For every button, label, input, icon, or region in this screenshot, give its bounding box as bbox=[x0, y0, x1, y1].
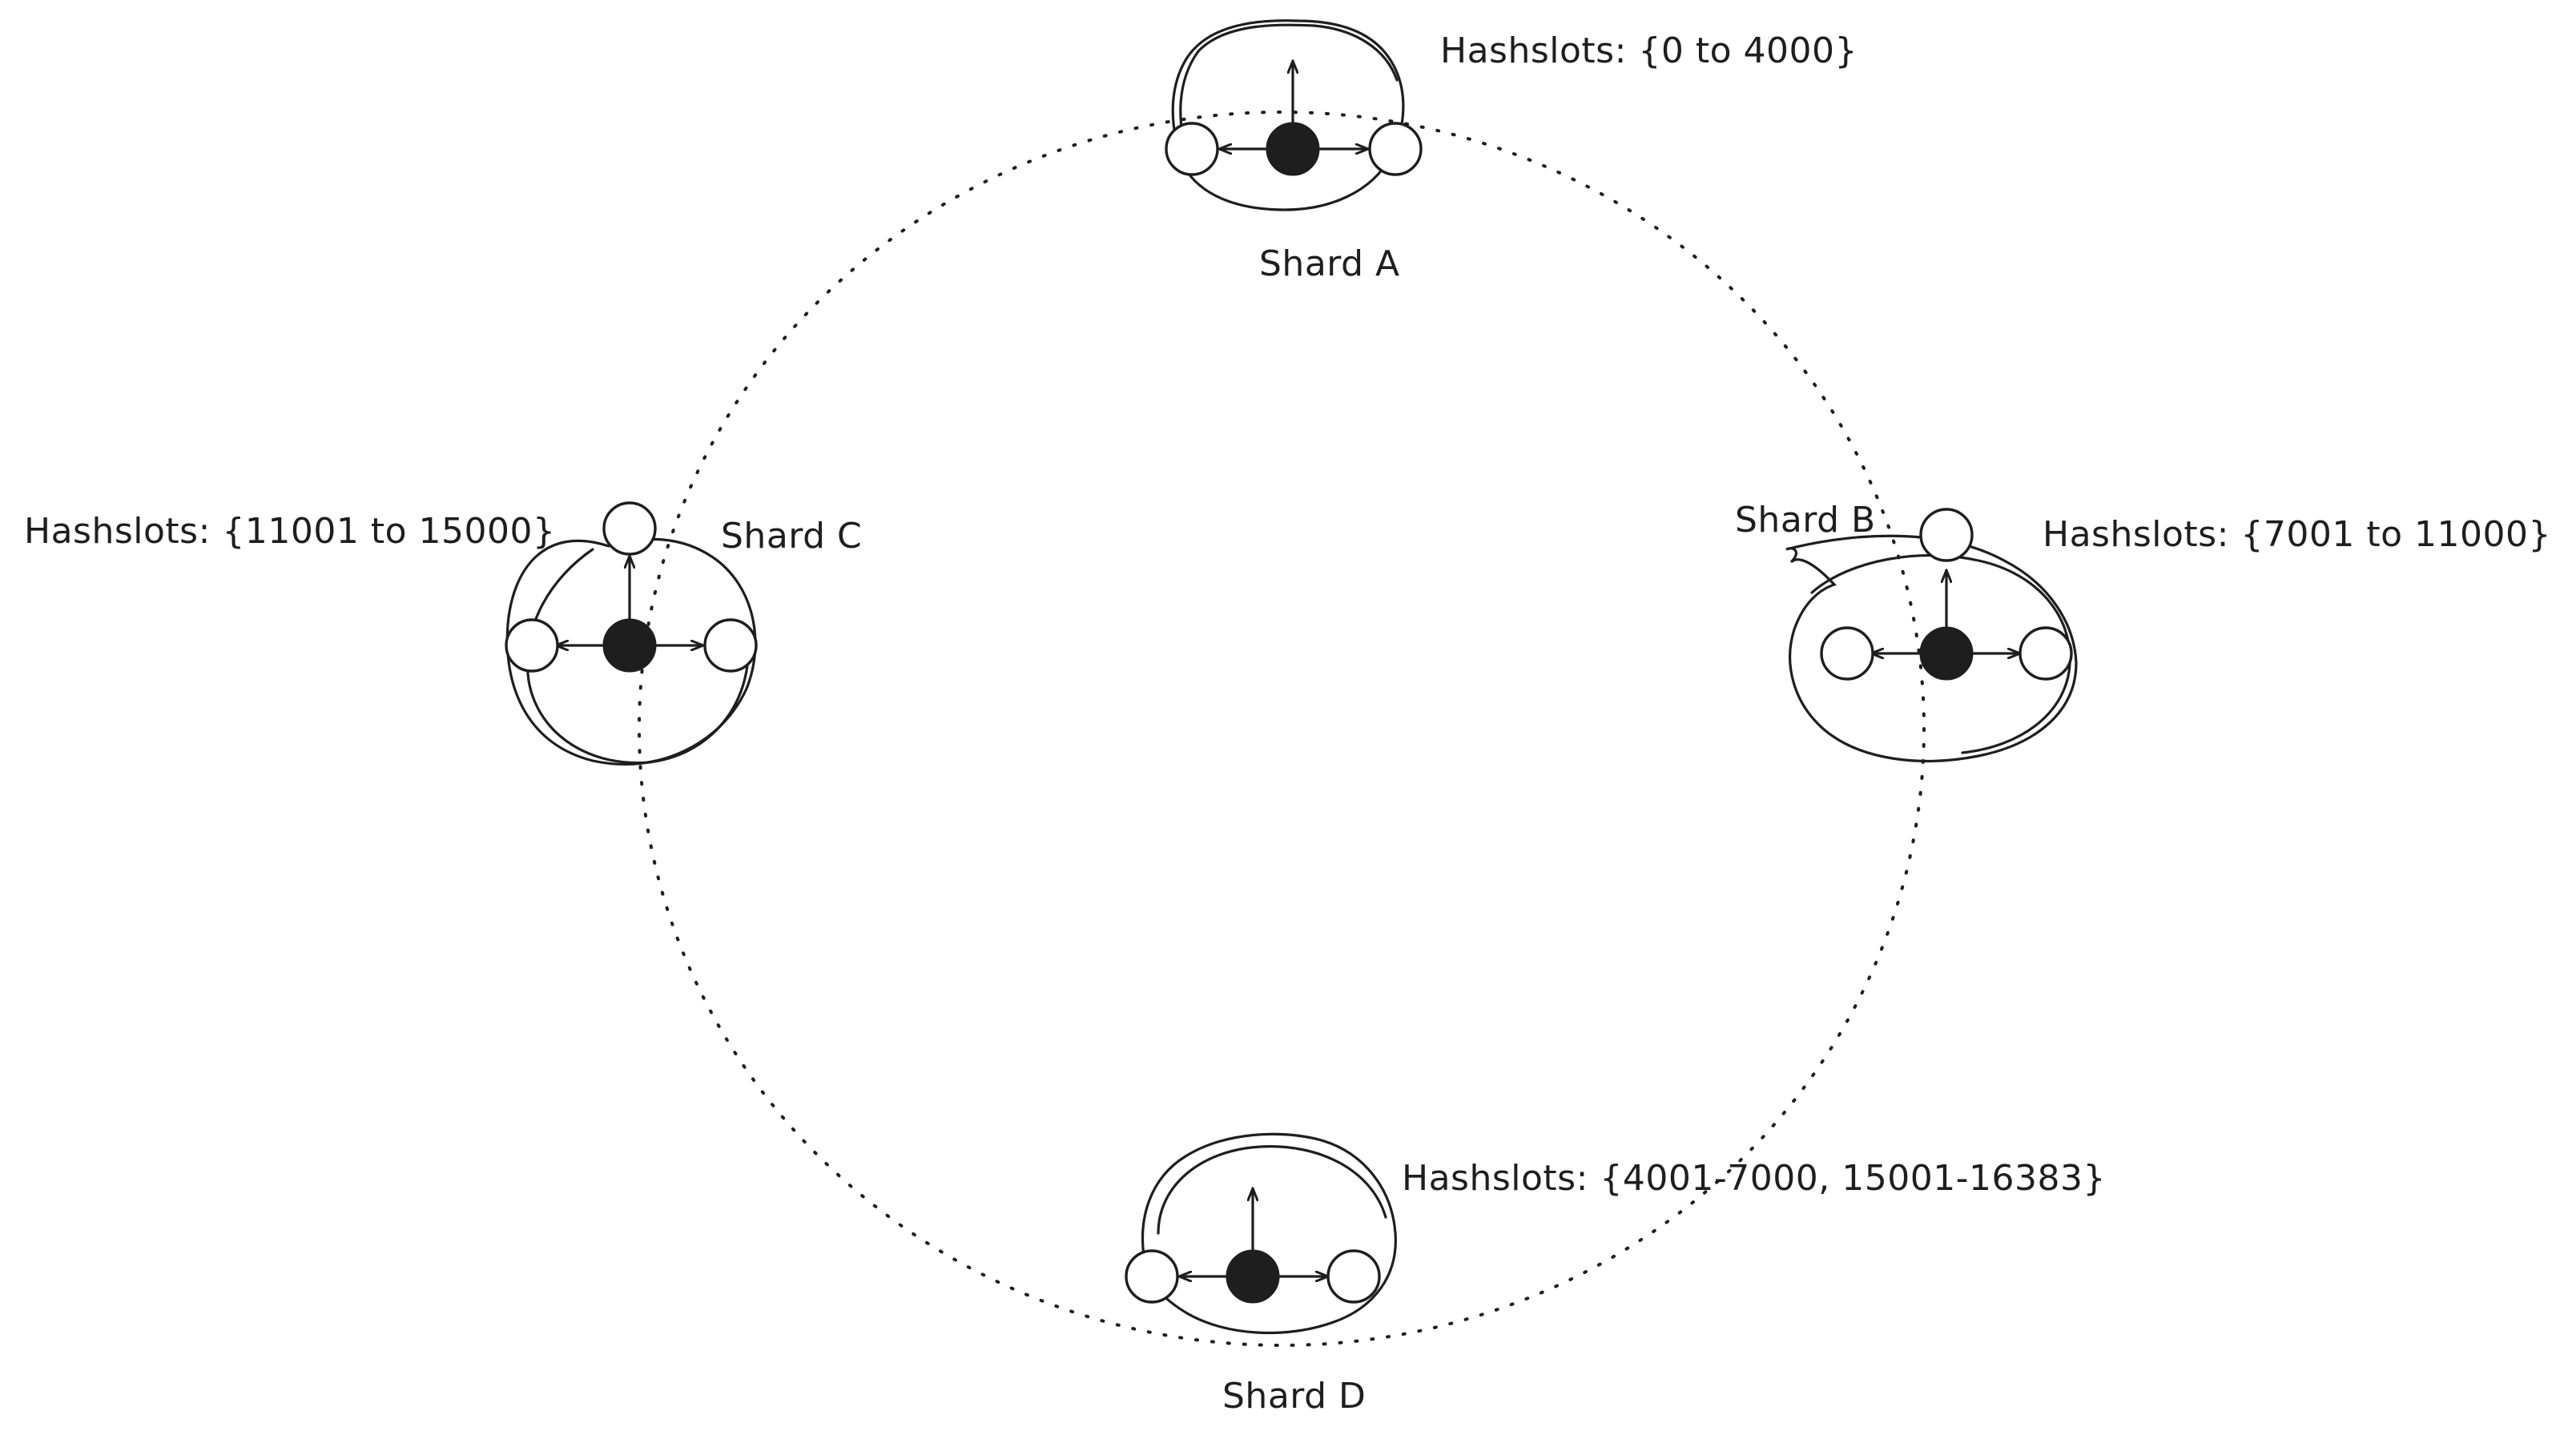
shard-b-outline bbox=[1785, 534, 2078, 762]
shard-c-replica-right bbox=[703, 618, 758, 673]
shard-b-primary-node bbox=[1919, 626, 1974, 681]
shard-a-hashslots-label: Hashslots: {0 to 4000} bbox=[1440, 30, 1858, 71]
shard-b-replica-top bbox=[1919, 508, 1974, 562]
shard-a bbox=[1165, 19, 1423, 211]
shard-a-replica-right bbox=[1368, 122, 1423, 176]
shard-b-replica-right bbox=[2019, 626, 2073, 681]
cluster-ring bbox=[638, 111, 1926, 1347]
shard-a-replica-left bbox=[1165, 122, 1219, 176]
shard-a-primary-node bbox=[1266, 122, 1320, 176]
shard-d-name-label: Shard D bbox=[1222, 1376, 1366, 1417]
shard-b bbox=[1785, 508, 2078, 762]
shard-d-outline bbox=[1141, 1132, 1397, 1335]
shard-c-hashslots-label: Hashslots: {11001 to 15000} bbox=[24, 511, 556, 552]
shard-c bbox=[505, 501, 758, 766]
shard-c-replica-top bbox=[602, 501, 657, 556]
shard-c-primary-node bbox=[602, 618, 657, 673]
shard-d-hashslots-label: Hashslots: {4001-7000, 15001-16383} bbox=[1402, 1158, 2106, 1199]
shard-a-outline bbox=[1171, 19, 1405, 211]
shard-d-primary-node bbox=[1226, 1249, 1280, 1304]
shard-b-replica-left bbox=[1820, 626, 1874, 681]
shard-b-hashslots-label: Hashslots: {7001 to 11000} bbox=[2043, 514, 2551, 555]
shard-a-name-label: Shard A bbox=[1259, 243, 1400, 284]
shard-c-name-label: Shard C bbox=[721, 516, 862, 557]
shard-b-name-label: Shard B bbox=[1735, 500, 1876, 541]
shard-c-replica-left bbox=[505, 618, 559, 673]
shard-d-replica-left bbox=[1125, 1249, 1179, 1304]
shard-d-replica-right bbox=[1326, 1249, 1381, 1304]
shard-d bbox=[1125, 1132, 1397, 1335]
